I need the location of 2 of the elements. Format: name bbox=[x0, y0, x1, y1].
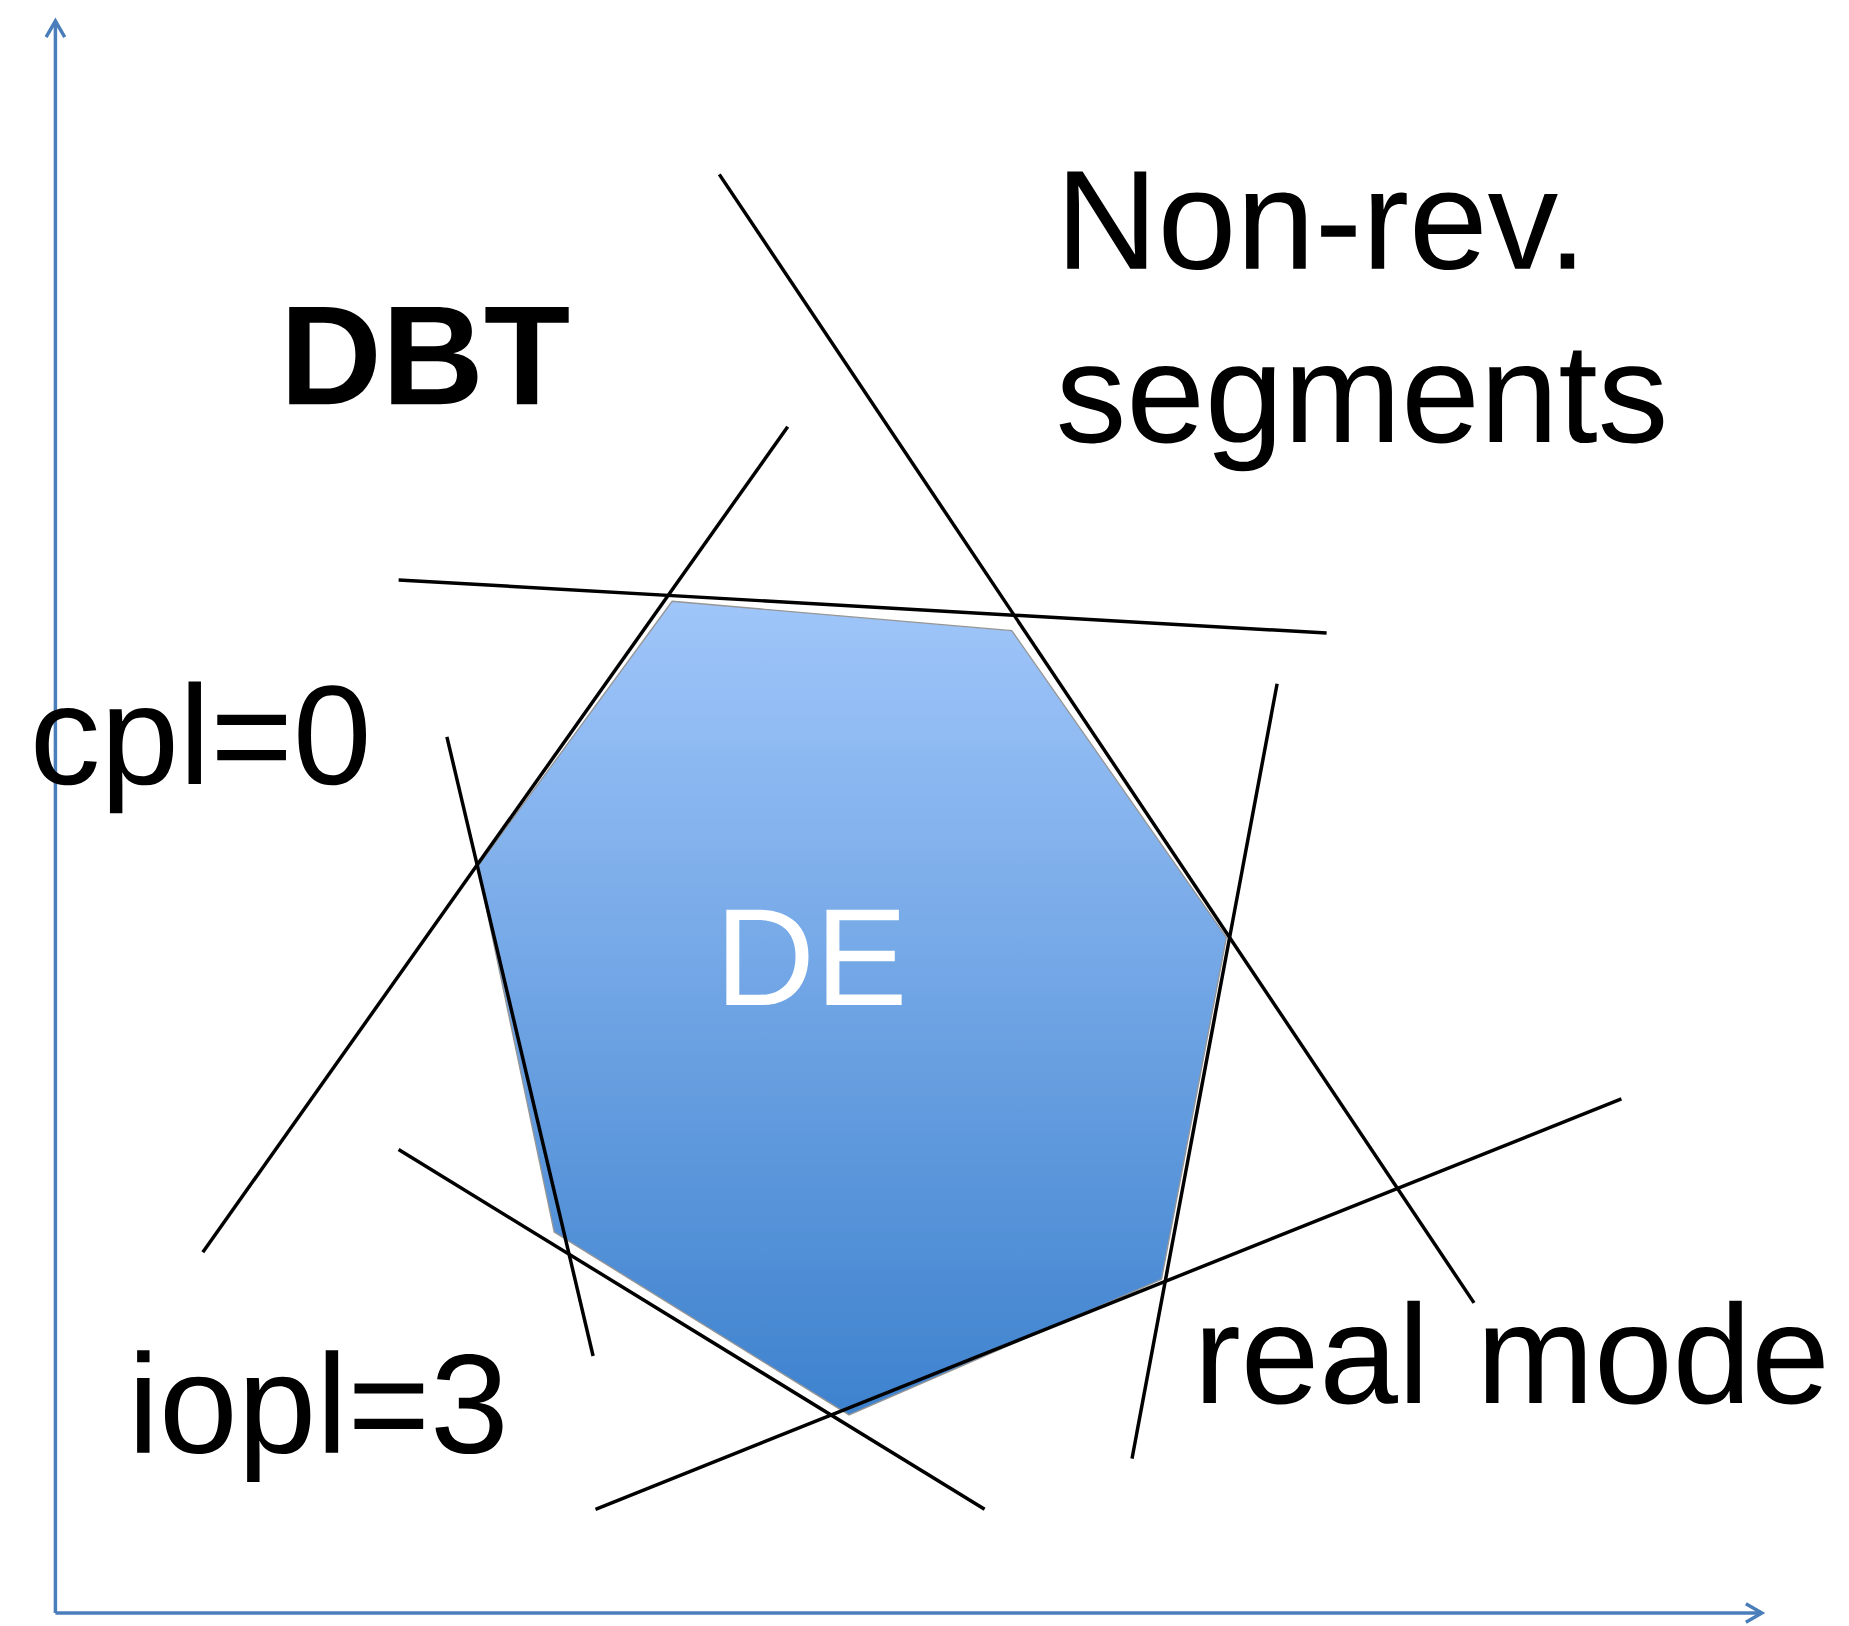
text-label: DBT bbox=[289, 307, 569, 405]
text-label: Non-rev. segments bbox=[1059, 171, 1664, 472]
